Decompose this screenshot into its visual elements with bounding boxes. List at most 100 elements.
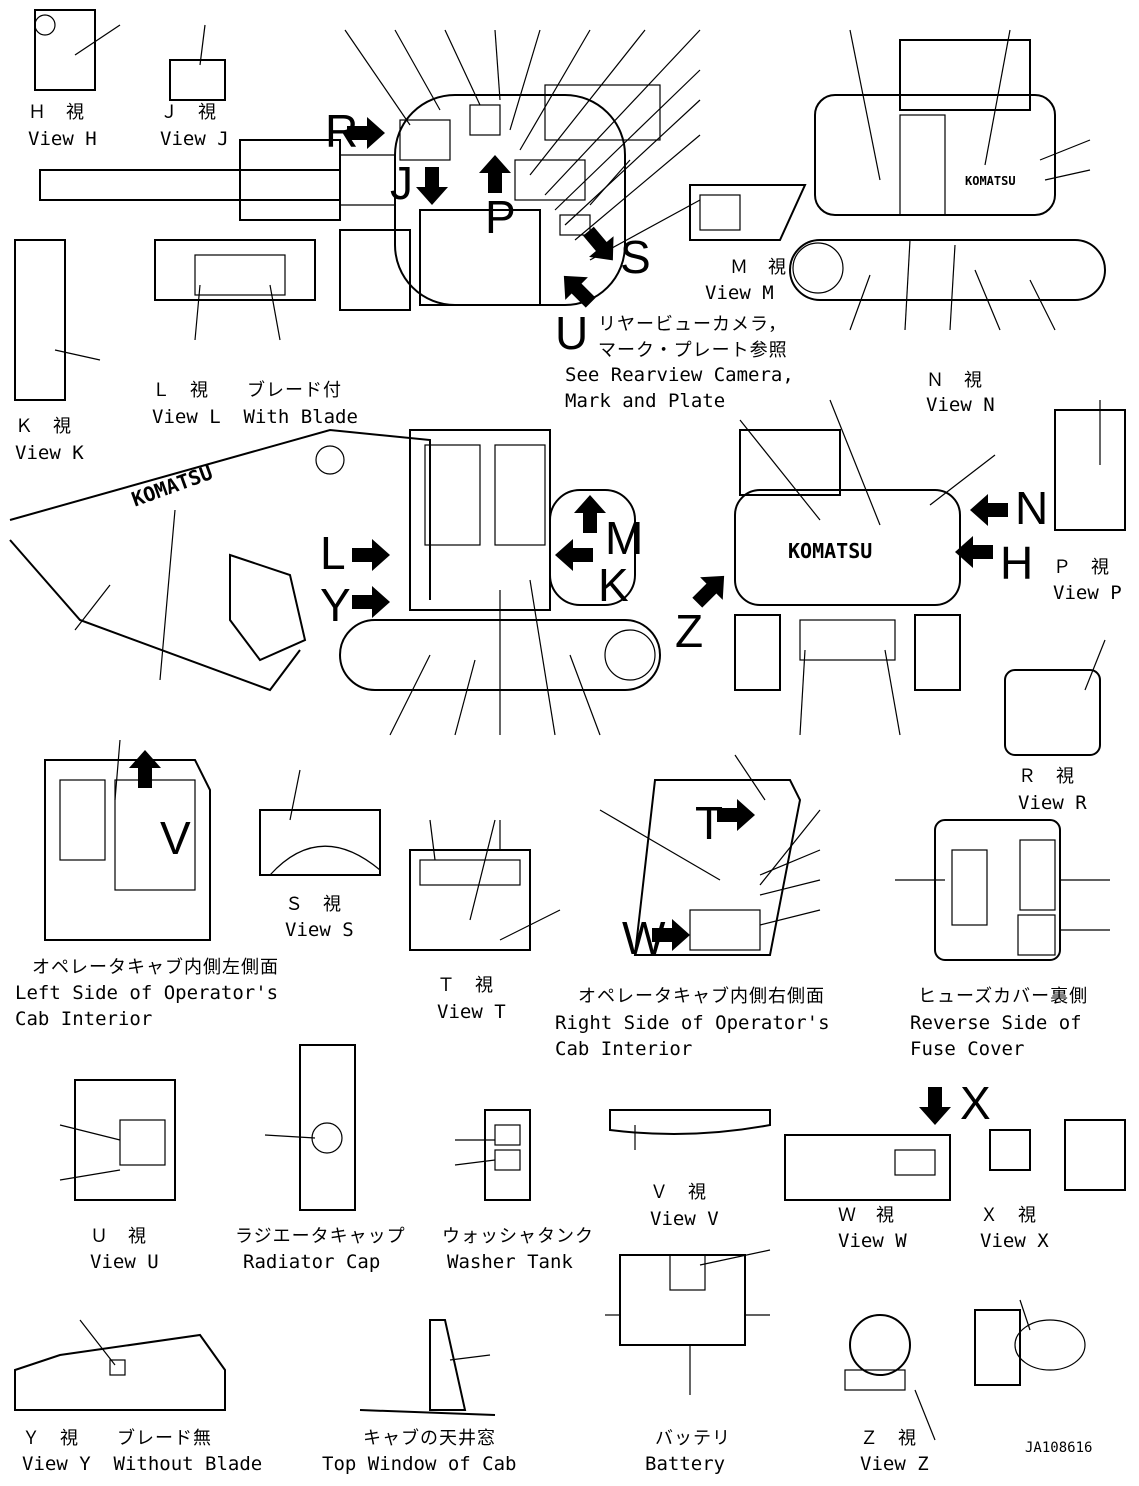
view-m-rear-panel [689, 184, 807, 241]
leader-line [914, 1389, 936, 1441]
leader-line [454, 659, 476, 736]
arrow-letter-u: U [555, 307, 589, 359]
leader-line [984, 29, 1011, 166]
fuse-caption-en2: Fuse Cover [910, 1038, 1025, 1060]
view-u-label-jp: Ｕ 視 [90, 1226, 147, 1247]
view-direction-arrow [970, 494, 1008, 526]
leader-line [289, 769, 301, 821]
view-direction-arrow [479, 155, 511, 193]
view-w-label-en: View W [838, 1230, 907, 1252]
view-z-label-jp: Ｚ 視 [860, 1428, 917, 1449]
fuse-cover [934, 819, 1061, 961]
leader-line [344, 29, 411, 126]
arrow-letter-k: K [598, 559, 629, 611]
leader-line [1084, 639, 1106, 691]
drawing-number: JA108616 [1025, 1440, 1093, 1456]
leader-line [849, 274, 871, 331]
leader-line [759, 909, 821, 926]
leader-line [449, 1354, 491, 1361]
brand-mark-side: KOMATSU [965, 174, 1016, 188]
cab-right-caption-jp: オペレータキャブ内側右側面 [578, 986, 825, 1007]
view-direction-arrow [555, 539, 593, 571]
view-n-label-en: View N [926, 394, 995, 416]
view-direction-arrow [919, 1087, 951, 1125]
leader-line [389, 654, 431, 736]
arrow-letter-j: J [390, 157, 413, 209]
radiator-caption-en: Radiator Cap [243, 1251, 381, 1273]
view-m-label-en: View M [705, 282, 774, 304]
arrow-letter-m: M [605, 512, 644, 564]
line-art [54, 24, 1110, 1441]
leader-line [529, 579, 556, 736]
view-l-blade [154, 239, 316, 301]
leader-line [394, 29, 441, 111]
leader-line [574, 134, 701, 241]
leader-line [54, 349, 101, 361]
view-z-part [844, 1309, 1086, 1391]
leader-line [454, 1159, 496, 1166]
view-k-part [14, 239, 66, 401]
fuse-caption-en1: Reverse Side of [910, 1012, 1082, 1034]
cab-right-interior [633, 779, 802, 956]
view-t-label-en: View T [437, 1001, 506, 1023]
view-y-label-jp: Ｙ 視 ブレード無 [22, 1428, 212, 1449]
leader-line [1029, 279, 1056, 331]
leader-line [544, 29, 701, 196]
arrow-letter-x: X [960, 1077, 991, 1129]
leader-line [429, 819, 436, 861]
cab-left-caption-en1: Left Side of Operator's [15, 982, 279, 1004]
view-t-label-jp: Ｔ 視 [437, 975, 494, 996]
leader-line [114, 739, 121, 801]
view-w-part [784, 1134, 951, 1201]
view-direction-arrow [717, 799, 755, 831]
fuse-caption-jp: ヒューズカバー裏側 [918, 986, 1089, 1007]
leader-line [194, 284, 201, 341]
arrow-letter-w: W [622, 912, 666, 964]
view-direction-arrow [955, 536, 993, 568]
arrow-letter-p: P [485, 191, 516, 243]
topwindow-caption-en: Top Window of Cab [322, 1453, 517, 1475]
view-s-label-jp: Ｓ 視 [285, 894, 342, 915]
leader-line [1044, 169, 1091, 181]
leader-line [519, 29, 591, 151]
leader-line [799, 649, 806, 736]
view-r-part [1004, 669, 1101, 756]
arrow-letter-s: S [620, 231, 651, 283]
brand-mark-rear: KOMATSU [788, 539, 873, 563]
view-y-blade [14, 1333, 226, 1411]
view-arrows [129, 117, 1008, 1125]
view-direction-arrow [352, 586, 390, 618]
view-h-label-jp: Ｈ 視 [28, 102, 85, 123]
leader-line [469, 819, 496, 921]
topwindow-caption-jp: キャブの天井窓 [363, 1428, 496, 1449]
rearview-caption-en1: See Rearview Camera, [565, 364, 794, 386]
side-view-right [789, 39, 1106, 301]
leader-line [79, 1319, 116, 1366]
view-n-label-jp: Ｎ 視 [926, 370, 983, 391]
washer-caption-jp: ウォッシャタンク [442, 1226, 594, 1247]
leader-line [199, 24, 206, 66]
view-direction-arrow [416, 167, 448, 205]
view-direction-arrow [129, 750, 161, 788]
leader-line [74, 24, 121, 56]
view-j-label-jp: Ｊ 視 [160, 102, 217, 123]
washer-caption-en: Washer Tank [447, 1251, 573, 1273]
view-v-label-jp: Ｖ 視 [650, 1182, 707, 1203]
view-y-label-en: View Y Without Blade [22, 1453, 263, 1475]
view-j-part [169, 59, 226, 101]
radiator-cap-part [299, 1044, 356, 1211]
leader-line [739, 419, 821, 521]
leader-line [509, 29, 541, 131]
arrow-letter-z: Z [675, 605, 704, 657]
leader-line [589, 159, 631, 206]
view-direction-arrow [583, 226, 614, 261]
view-k-label-en: View K [15, 442, 84, 464]
view-direction-arrow [574, 495, 606, 533]
rearview-caption-jp2: マーク・プレート参照 [598, 340, 788, 361]
view-k-label-jp: Ｋ 視 [15, 416, 72, 437]
leader-line [949, 244, 956, 331]
cab-right-caption-en2: Cab Interior [555, 1038, 693, 1060]
view-x-label-en: View X [980, 1230, 1049, 1252]
view-m-label-jp: Ｍ 視 [730, 257, 787, 278]
